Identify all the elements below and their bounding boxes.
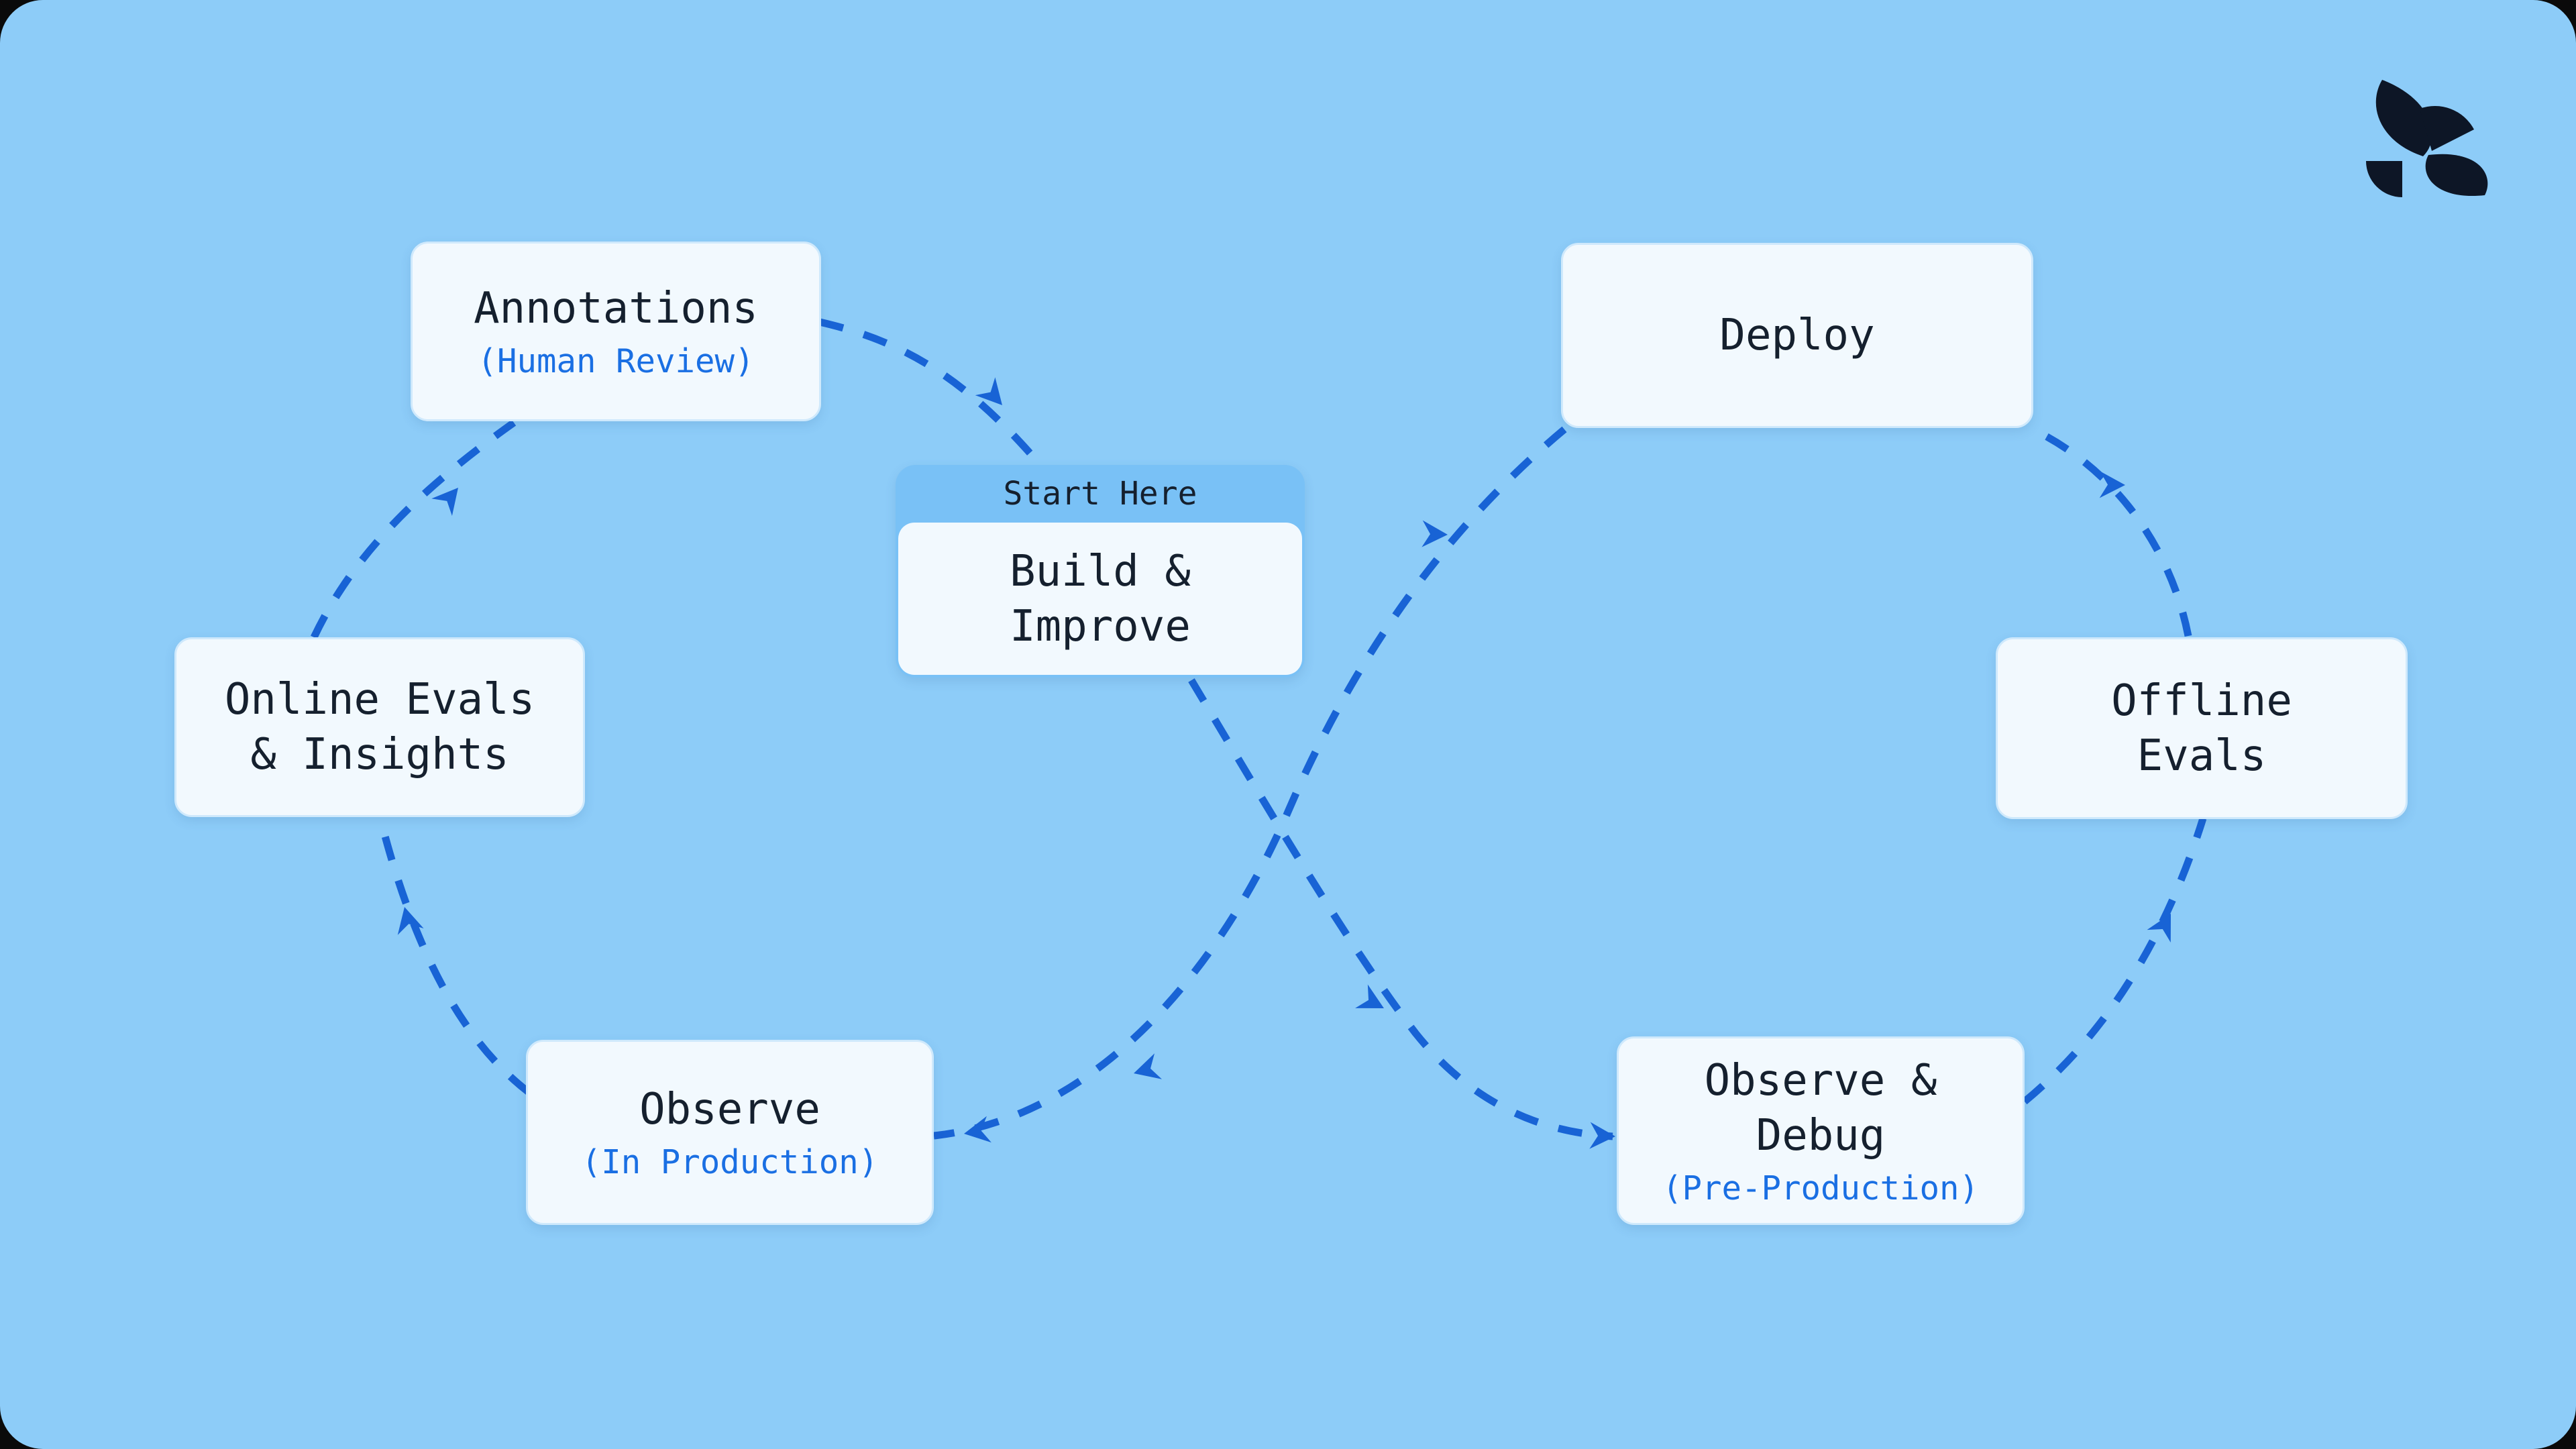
edge-observe-debug-to-offline-evals	[2022, 817, 2207, 1105]
node-annotations-sublabel: (Human Review)	[477, 342, 755, 380]
arrowhead-into-annotations	[431, 488, 458, 516]
node-build-improve-body: Build & Improve	[898, 523, 1302, 675]
edge-online-evals-to-annotations	[311, 419, 517, 639]
node-annotations: Annotations (Human Review)	[411, 241, 821, 421]
arrowhead-into-build-improve	[975, 377, 1002, 405]
logo-petal-nw	[2375, 80, 2432, 156]
node-deploy: Deploy	[1561, 243, 2033, 428]
node-online-evals-label-line2: & Insights	[250, 730, 509, 780]
node-observe-debug: Observe & Debug (Pre-Production)	[1617, 1036, 2025, 1225]
arrowhead-into-observe-debug	[1589, 1122, 1615, 1149]
arrowhead-into-offline-evals	[2147, 914, 2171, 943]
node-build-improve-label-line2: Improve	[1010, 601, 1191, 651]
node-offline-evals-label-line2: Evals	[2137, 731, 2267, 781]
edge-build-improve-to-observe-debug	[1188, 678, 1613, 1140]
arrowhead-build-to-observe-debug-mid	[1355, 984, 1384, 1008]
node-observe-production-label: Observe	[639, 1085, 820, 1134]
node-offline-evals: Offline Evals	[1996, 637, 2408, 819]
edge-offline-evals-to-deploy	[2031, 426, 2192, 637]
node-annotations-label: Annotations	[474, 284, 758, 333]
node-deploy-label: Deploy	[1719, 311, 1875, 360]
arrowhead-deploy-to-observe-upper	[1421, 520, 1448, 547]
arrowhead-into-observe-production	[964, 1116, 991, 1143]
logo-petal-ne	[2420, 105, 2474, 151]
node-online-evals-label-line1: Online Evals	[224, 675, 535, 724]
logo-petal-sw	[2366, 161, 2402, 197]
node-offline-evals-label-line1: Offline	[2111, 676, 2292, 726]
four-petal-logo-icon	[2366, 80, 2488, 197]
edge-deploy-to-observe-production	[933, 426, 1567, 1140]
node-build-improve: Start Here Build & Improve	[896, 465, 1305, 678]
logo-petal-se	[2425, 154, 2488, 197]
node-build-improve-label-line1: Build &	[1010, 546, 1191, 596]
edge-annotations-to-build-improve	[818, 318, 1046, 470]
arrowhead-into-online-evals	[397, 907, 424, 935]
node-observe-debug-label-line2: Debug	[1756, 1110, 1886, 1161]
start-here-badge: Start Here	[1003, 475, 1197, 513]
node-observe-production: Observe (In Production)	[526, 1040, 934, 1225]
node-observe-production-sublabel: (In Production)	[581, 1143, 879, 1181]
arrowhead-deploy-to-observe-lower	[1134, 1053, 1163, 1079]
node-observe-debug-label-line1: Observe &	[1704, 1055, 1937, 1106]
node-online-evals: Online Evals & Insights	[174, 637, 585, 817]
arrowhead-offline-to-deploy-mid	[2099, 471, 2125, 498]
edge-observe-production-to-online-evals	[376, 814, 531, 1095]
node-observe-debug-sublabel: (Pre-Production)	[1662, 1169, 1979, 1208]
